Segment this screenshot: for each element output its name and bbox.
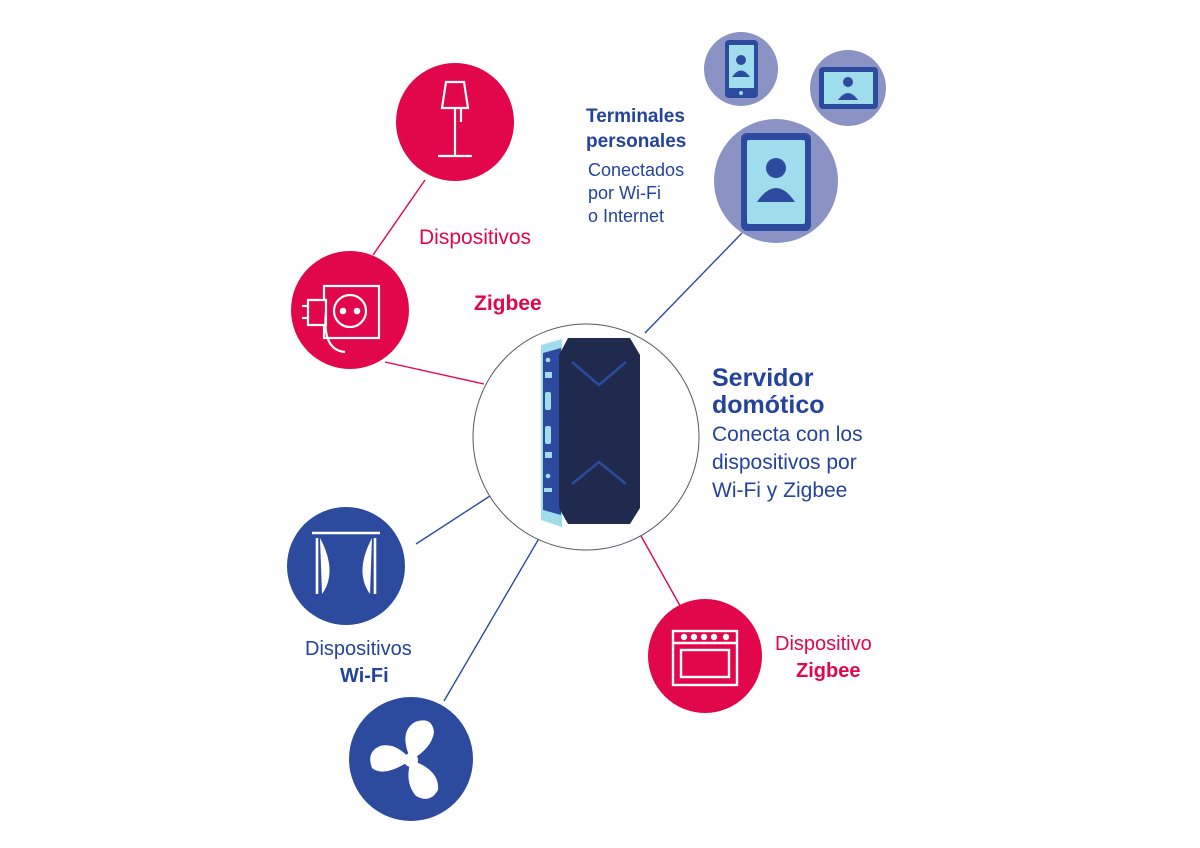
fan-icon <box>370 720 439 799</box>
floor-lamp-icon <box>438 80 472 158</box>
wifi-devices-label-line2: Wi-Fi <box>340 665 389 687</box>
smartphone-icon <box>725 40 758 98</box>
oven-icon <box>671 629 739 687</box>
connector-hub-oven <box>635 526 684 612</box>
plug-device-circle <box>291 251 409 369</box>
server-title-line2: domótico <box>712 391 825 419</box>
server-desc-line3: Wi-Fi y Zigbee <box>712 479 848 502</box>
zigbee-network-label: Zigbee <box>474 292 542 315</box>
connector-lamp-plug <box>372 179 426 256</box>
connectors <box>372 179 743 702</box>
terminals-desc-line3: o Internet <box>588 206 665 226</box>
server-desc-line2: dispositivos por <box>712 451 857 474</box>
connector-plug-hub <box>384 361 485 385</box>
zigbee-devices-label: Dispositivos <box>419 226 532 249</box>
terminals-desc-line2: por Wi-Fi <box>588 183 661 203</box>
connector-hub-terminal <box>644 232 743 334</box>
zigbee-device-label-line1: Dispositivo <box>775 633 872 655</box>
oven-device-circle <box>648 599 762 713</box>
terminals-desc-line1: Conectados <box>588 160 685 180</box>
connector-hub-curtain <box>415 493 494 545</box>
curtain-icon <box>312 531 380 594</box>
server-title-line1: Servidor <box>712 364 814 392</box>
tablet-icon <box>819 67 878 109</box>
wifi-devices-label-line1: Dispositivos <box>305 638 412 660</box>
connector-hub-fan <box>443 534 542 702</box>
curtain-device-circle <box>287 507 405 625</box>
smart-plug-icon <box>302 284 381 354</box>
terminals-title-line1: Terminales <box>586 106 685 127</box>
home-server-icon <box>541 338 640 527</box>
smartphone-icon <box>741 133 811 231</box>
zigbee-device-label-line2: Zigbee <box>796 660 861 682</box>
server-desc-line1: Conecta con los <box>712 423 863 446</box>
terminals-title-line2: personales <box>586 131 687 152</box>
